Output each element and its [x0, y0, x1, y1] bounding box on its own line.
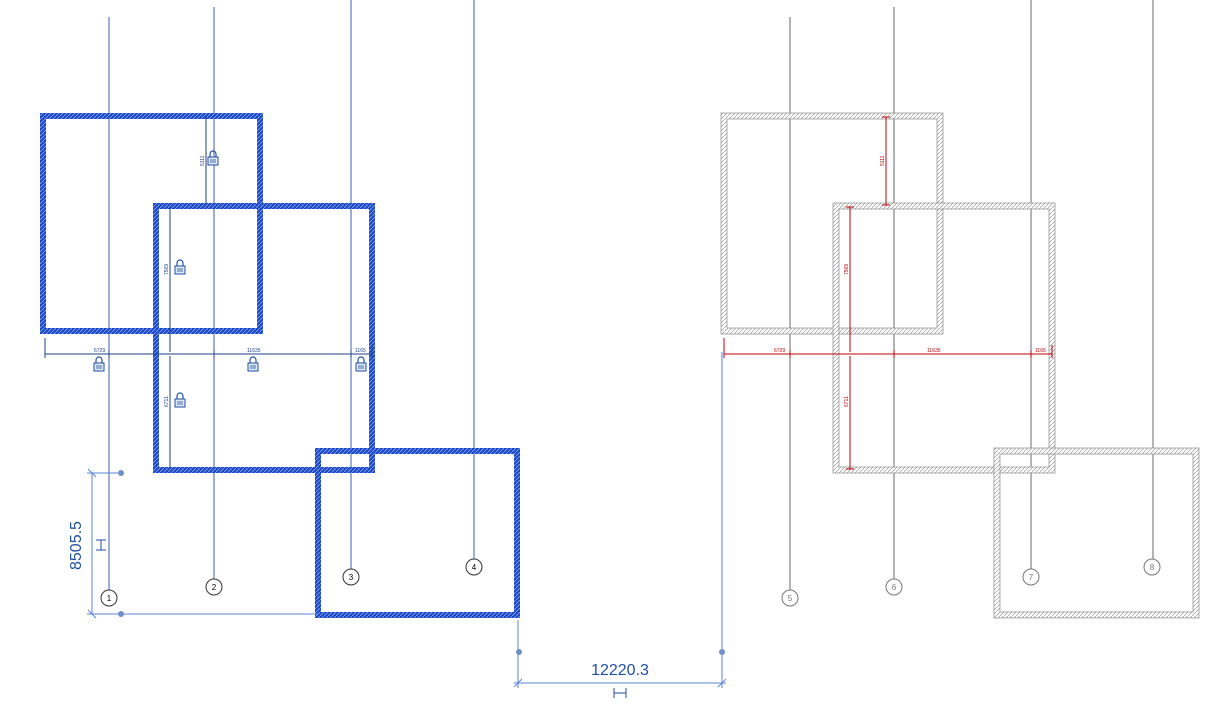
dim-text-left-1[interactable]: 6729	[94, 348, 105, 354]
dim-text-vert-3[interactable]: 6711	[164, 396, 170, 407]
grid-bubble-label: 7	[1029, 573, 1034, 582]
wall-room-c[interactable]	[315, 448, 520, 618]
grid-bubble-3[interactable]: 3	[342, 568, 360, 586]
grid-bubble-6[interactable]: 6	[885, 578, 903, 596]
left-group[interactable]: 1 2 3 4 6729 11635 1165	[40, 0, 520, 618]
dim-text-left-2[interactable]: 11635	[247, 348, 261, 354]
temp-dimension-vertical[interactable]	[87, 468, 318, 619]
dim-text-right-3[interactable]: 1165	[1035, 348, 1046, 354]
lock-icon[interactable]	[355, 356, 367, 372]
dimension-grip[interactable]	[719, 649, 725, 655]
grid-bubble-label: 6	[892, 583, 897, 592]
wall-room-a-copy[interactable]	[721, 113, 943, 334]
dimension-drag-icon[interactable]	[613, 688, 627, 698]
grid-bubble-label: 8	[1150, 563, 1155, 572]
lock-icon[interactable]	[207, 150, 219, 166]
wall-room-c-copy[interactable]	[994, 448, 1199, 618]
right-dimension-string[interactable]	[723, 338, 1053, 358]
grid-bubble-4[interactable]: 4	[465, 558, 483, 576]
temp-dimension-vertical-value[interactable]: 8505.5	[68, 521, 85, 570]
dim-text-right-2[interactable]: 11635	[927, 348, 941, 354]
grid-bubble-label: 1	[107, 594, 112, 603]
temp-dimension-horizontal[interactable]	[513, 352, 727, 688]
dim-text-vert-right-1[interactable]: 5111	[880, 155, 886, 166]
dim-text-vert-1[interactable]: 5111	[200, 155, 206, 166]
lock-icon[interactable]	[247, 356, 259, 372]
dim-text-vert-right-3[interactable]: 6711	[844, 396, 850, 407]
grid-bubble-label: 3	[349, 573, 354, 582]
temp-dimension-horizontal-value[interactable]: 12220.3	[591, 662, 649, 679]
dim-text-vert-right-2[interactable]: 7569	[844, 264, 850, 275]
grid-bubble-2[interactable]: 2	[205, 578, 223, 596]
dim-text-right-1[interactable]: 6729	[774, 348, 785, 354]
lock-icon[interactable]	[174, 259, 186, 275]
grid-bubble-label: 5	[788, 594, 793, 603]
grid-bubble-1[interactable]: 1	[100, 589, 118, 607]
left-grid-bubbles: 1 2 3 4	[100, 558, 483, 607]
right-walls[interactable]	[720, 112, 1200, 619]
grid-bubble-8[interactable]: 8	[1143, 558, 1161, 576]
dimension-grip[interactable]	[118, 611, 124, 617]
left-dimension-string[interactable]	[44, 338, 373, 358]
lock-icon[interactable]	[174, 392, 186, 408]
right-grid-lines	[789, 0, 1154, 590]
grid-bubble-label: 4	[472, 563, 477, 572]
grid-bubble-label: 2	[212, 583, 217, 592]
dim-text-vert-2[interactable]: 7569	[164, 264, 170, 275]
dim-text-left-3[interactable]: 1165	[355, 348, 366, 354]
dimension-drag-icon[interactable]	[96, 539, 106, 551]
wall-room-a[interactable]	[40, 113, 263, 334]
dimension-grip[interactable]	[516, 649, 522, 655]
right-group[interactable]: 5 6 7 8 6729 11635 1165	[720, 0, 1200, 619]
left-grid-lines	[108, 0, 475, 590]
left-vertical-dims[interactable]	[169, 117, 207, 469]
right-grid-bubbles: 5 6 7 8	[781, 558, 1161, 607]
wall-room-b[interactable]	[153, 203, 375, 473]
lock-icon[interactable]	[93, 356, 105, 372]
left-walls[interactable]	[40, 113, 520, 618]
right-vertical-dims[interactable]	[846, 116, 890, 470]
grid-bubble-5[interactable]: 5	[781, 589, 799, 607]
dimension-grip[interactable]	[118, 470, 124, 476]
grid-bubble-7[interactable]: 7	[1022, 568, 1040, 586]
wall-room-b-copy[interactable]	[833, 203, 1055, 473]
